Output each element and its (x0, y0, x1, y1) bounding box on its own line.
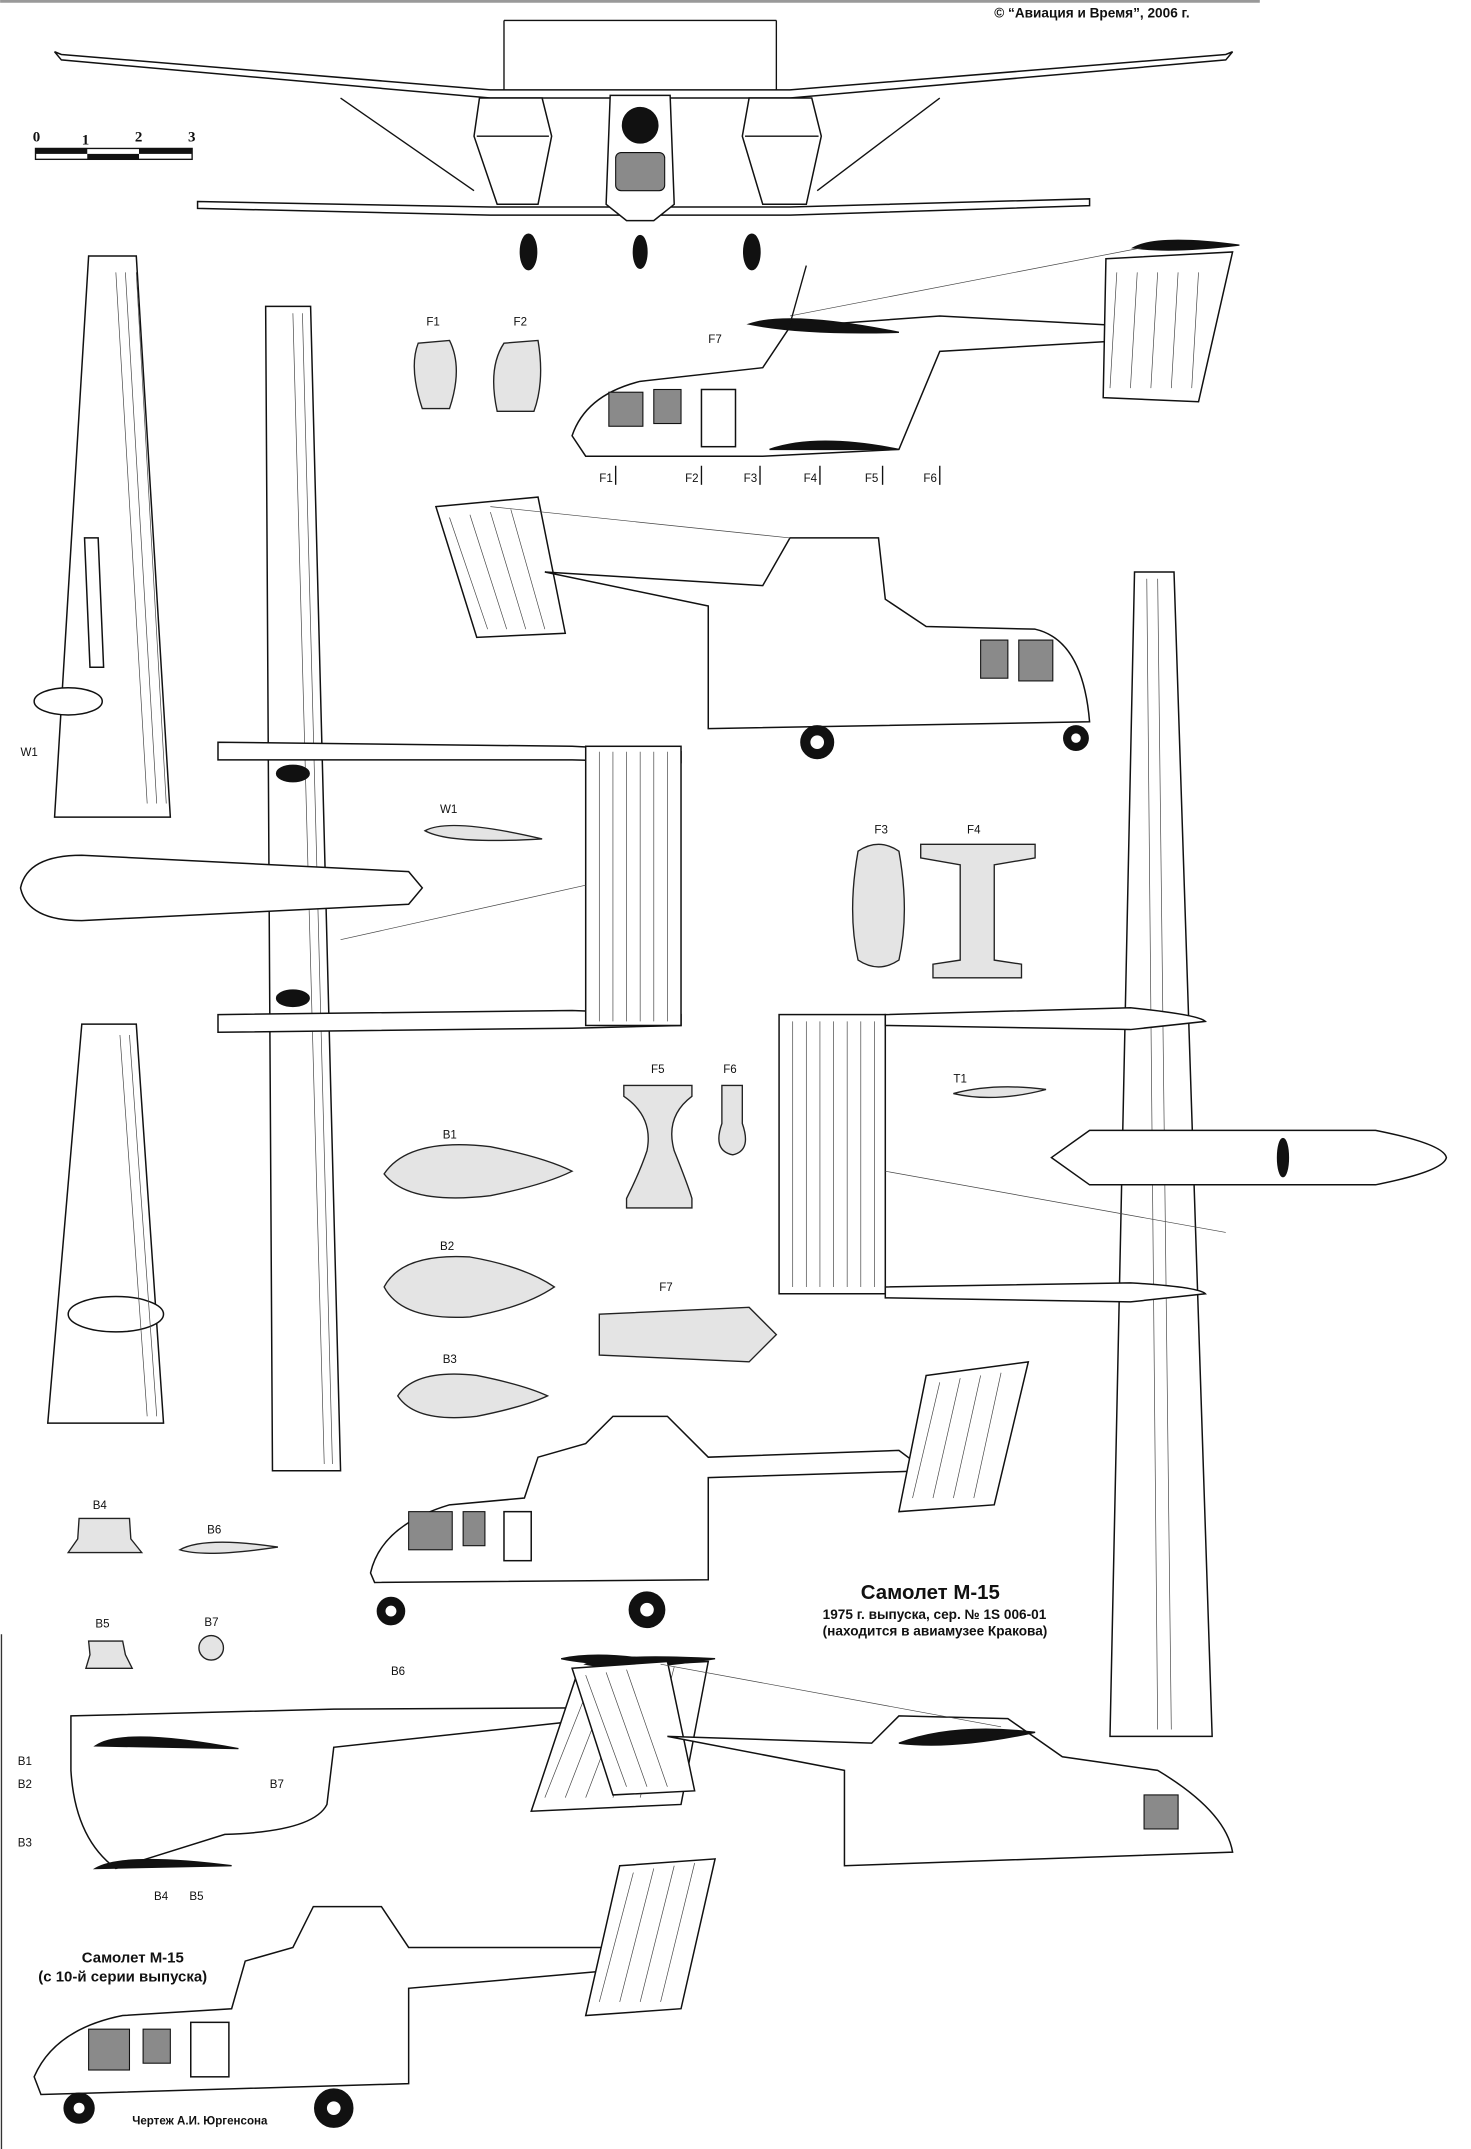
label-w1-center: W1 (440, 804, 457, 816)
svg-text:F5: F5 (865, 473, 879, 485)
label-boom-b3: B3 (18, 1838, 32, 1850)
top-view-center: W1 (19, 305, 682, 1472)
scale-bar: 0 1 2 3 (33, 130, 196, 161)
side-view-left-facing (434, 496, 1091, 760)
section-w1 (423, 824, 543, 842)
wheel-right (742, 233, 761, 271)
section-b7 (198, 1634, 225, 1661)
label-boom-b1: B1 (18, 1756, 32, 1768)
svg-text:F3: F3 (744, 473, 758, 485)
wing-panel-lower-left (46, 1023, 165, 1424)
svg-text:Самолет М-15: Самолет М-15 (82, 1949, 184, 1966)
drawing-credit: Чертеж А.И. Юргенсона (132, 2115, 268, 2127)
label-b4: B4 (93, 1500, 108, 1512)
svg-text:F2: F2 (685, 473, 699, 485)
label-b6: B6 (207, 1524, 221, 1536)
front-view (53, 19, 1234, 271)
top-view-right: T1 (778, 571, 1448, 1738)
svg-text:Самолет М-15: Самолет М-15 (861, 1582, 1000, 1604)
label-boom-b4: B4 (154, 1891, 169, 1903)
section-f2 (493, 339, 542, 412)
svg-text:(находится в авиамузее Кракова: (находится в авиамузее Кракова) (823, 1624, 1048, 1639)
label-f4: F4 (967, 824, 981, 836)
wing-panel-upper-left: W1 (21, 255, 172, 818)
svg-text:1975 г. выпуска, сер. № 1S 006: 1975 г. выпуска, сер. № 1S 006-01 (823, 1607, 1047, 1622)
section-f5 (623, 1084, 693, 1209)
side-view-late-series (33, 1858, 717, 2128)
section-f4 (920, 843, 1036, 979)
section-marker-row: F1 F2 F3 F4 F5 F6 (599, 465, 941, 485)
section-b6 (178, 1541, 279, 1554)
label-b1: B1 (443, 1130, 457, 1142)
label-f2-top: F2 (514, 316, 528, 328)
label-f6: F6 (723, 1064, 737, 1076)
section-b3 (396, 1373, 550, 1419)
label-f7-side: F7 (708, 334, 721, 346)
label-boom-b5: B5 (189, 1891, 203, 1903)
section-f1 (413, 339, 457, 410)
section-f3 (851, 843, 906, 968)
svg-text:(с 10-й серии выпуска): (с 10-й серии выпуска) (38, 1968, 207, 1985)
svg-text:2: 2 (135, 130, 142, 146)
svg-text:3: 3 (188, 130, 195, 146)
propeller-hub-front (621, 106, 659, 144)
svg-text:0: 0 (33, 130, 40, 146)
label-f1-top: F1 (426, 316, 440, 328)
svg-text:1: 1 (82, 132, 89, 148)
wheel-left (519, 233, 538, 271)
wheel-nose (632, 234, 648, 269)
svg-text:F4: F4 (804, 473, 818, 485)
section-b5 (84, 1640, 134, 1669)
label-t1: T1 (953, 1074, 967, 1086)
label-boom-b7: B7 (270, 1779, 284, 1791)
label-b2: B2 (440, 1241, 454, 1253)
label-boom-b6: B6 (391, 1666, 405, 1678)
section-b4 (66, 1517, 144, 1554)
section-b1 (383, 1144, 574, 1199)
label-f3: F3 (874, 824, 888, 836)
label-b7: B7 (204, 1617, 218, 1629)
section-f7 (598, 1306, 778, 1363)
side-view-1975 (369, 1360, 1030, 1629)
side-view-bottom-right (561, 1654, 1234, 1867)
label-w1-left: W1 (21, 747, 38, 759)
label-b3: B3 (443, 1354, 457, 1366)
side-view-right-facing: F1 F2 F7 F1 F2 F3 F4 F5 F6 (413, 239, 1240, 485)
label-boom-b2: B2 (18, 1779, 32, 1791)
caption-main: Самолет М-15 1975 г. выпуска, сер. № 1S … (823, 1582, 1048, 1639)
label-f5: F5 (651, 1064, 665, 1076)
label-f7: F7 (659, 1282, 673, 1294)
copyright: © “Авиация и Время”, 2006 г. (994, 6, 1189, 21)
section-t1 (953, 1086, 1047, 1099)
svg-text:F1: F1 (599, 473, 613, 485)
svg-text:F6: F6 (923, 473, 937, 485)
section-f6 (718, 1084, 747, 1156)
caption-late-series: Самолет М-15 (с 10-й серии выпуска) (38, 1949, 207, 1985)
label-b5: B5 (95, 1618, 109, 1630)
section-b2 (383, 1255, 556, 1319)
cross-sections: F3 F4 F5 F6 B1 B2 B3 F7 B4 B6 B5 B7 (66, 824, 1036, 1669)
